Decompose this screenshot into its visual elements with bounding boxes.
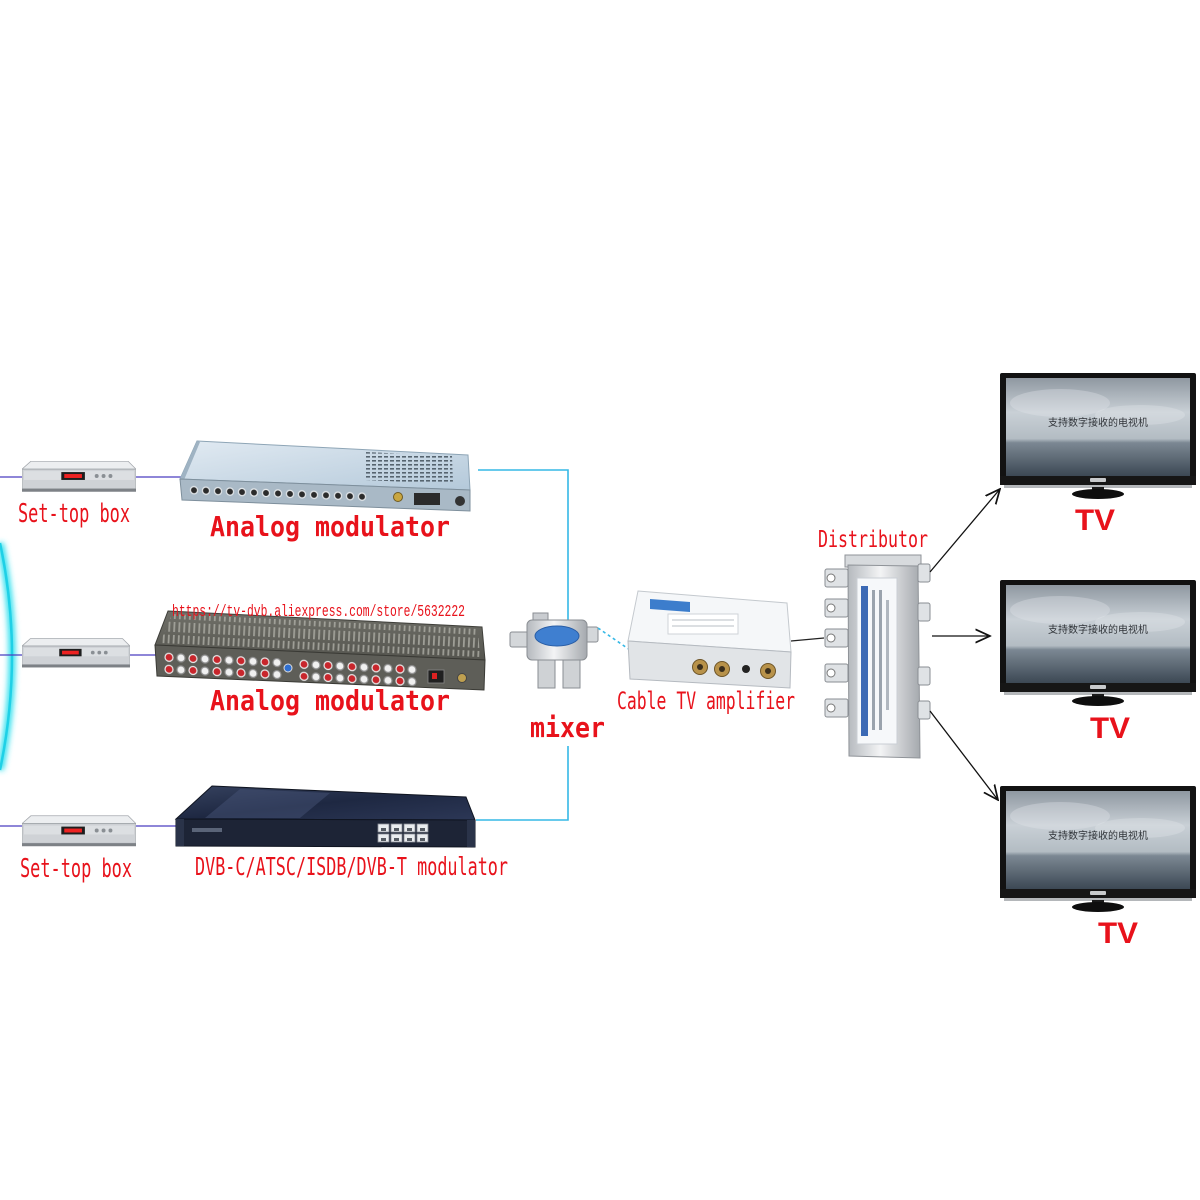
digital-modulator-label: DVB-C/ATSC/ISDB/DVB-T modulator bbox=[195, 852, 508, 881]
tv-2-screen-text: 支持数字接收的电视机 bbox=[1048, 623, 1148, 636]
amp-power-connector-core bbox=[765, 668, 771, 674]
mod3-indicator-strip bbox=[192, 828, 222, 832]
tv-2 bbox=[1000, 580, 1196, 706]
amp-front-face bbox=[627, 640, 792, 689]
set-top-box-3-label: Set-top box bbox=[20, 854, 132, 884]
amp-gain-knob bbox=[742, 665, 750, 673]
mod2-power-indicator bbox=[432, 673, 437, 679]
distributor-sticker-text bbox=[886, 600, 889, 710]
distributor-left-port-core bbox=[826, 703, 836, 713]
amp-output-connector-core bbox=[719, 666, 725, 672]
analog-modulator-2 bbox=[154, 610, 486, 691]
distributor-input-port-core bbox=[826, 633, 836, 643]
mod1-vent-grid bbox=[365, 452, 453, 484]
distributor-to-tv3-arrow bbox=[929, 710, 998, 800]
distributor-left-port bbox=[824, 698, 849, 718]
tv-3 bbox=[1000, 786, 1196, 912]
analog-modulator-1-label: Analog modulator bbox=[210, 510, 450, 543]
distributor-left-port bbox=[824, 598, 849, 618]
digital-modulator bbox=[174, 785, 476, 848]
tv-2-label: TV bbox=[1090, 712, 1130, 745]
mod2-rca-rows bbox=[163, 651, 283, 681]
tv-1-label: TV bbox=[1075, 504, 1115, 537]
mod3-rack-ear-left bbox=[176, 819, 184, 846]
mod3-top-highlight bbox=[205, 789, 330, 818]
distributor-left-port-core bbox=[826, 668, 836, 678]
tv-1-screen-text: 支持数字接收的电视机 bbox=[1048, 416, 1148, 429]
distributor-label: Distributor bbox=[818, 527, 928, 553]
distributor-sticker-text bbox=[872, 590, 875, 730]
mod3-ethernet-ports bbox=[377, 823, 429, 843]
mod3-to-mixer-line bbox=[476, 746, 569, 821]
distributor-sticker-text bbox=[879, 590, 882, 730]
distributor-right-port bbox=[917, 666, 931, 686]
cable-tv-amplifier bbox=[627, 590, 792, 689]
distributor-left-port bbox=[824, 568, 849, 588]
mod2-vent-slots bbox=[160, 614, 480, 657]
set-top-box-1 bbox=[22, 461, 136, 493]
edge-arc bbox=[0, 542, 14, 771]
mod2-rca-connectors-left bbox=[163, 651, 283, 681]
mod1-bnc-row bbox=[188, 484, 368, 503]
amp-spec-label bbox=[667, 613, 739, 635]
set-top-box-2 bbox=[22, 638, 130, 668]
distributor-right-port bbox=[917, 563, 931, 583]
mixer-bottom-port-left bbox=[537, 657, 556, 689]
distributor-right-port bbox=[917, 700, 931, 720]
distributor-sticker-brand bbox=[861, 586, 868, 736]
set-top-box-1-label: Set-top box bbox=[18, 499, 130, 529]
amp-input-connector-core bbox=[697, 664, 703, 670]
mod2-rca-rows bbox=[298, 658, 418, 688]
tv-3-label: TV bbox=[1098, 917, 1138, 950]
mod1-knob bbox=[455, 496, 465, 506]
mixer-label: mixer bbox=[530, 711, 605, 744]
mod1-display bbox=[414, 493, 440, 505]
analog-modulator-2-label: Analog modulator bbox=[210, 684, 450, 717]
mod1-to-mixer-line bbox=[478, 469, 569, 620]
amp-brand-label bbox=[650, 599, 690, 612]
mod1-bnc-connectors bbox=[188, 484, 368, 503]
amplifier-to-distributor-line bbox=[790, 637, 825, 642]
set-top-box-3 bbox=[22, 815, 136, 847]
mod1-rf-connector bbox=[393, 492, 403, 502]
distributor bbox=[824, 554, 931, 759]
mod2-rca-connectors-right bbox=[298, 658, 418, 688]
amplifier-label: Cable TV amplifier bbox=[617, 687, 795, 715]
mixer-splitter bbox=[509, 612, 599, 689]
distributor-to-tv1-arrow bbox=[929, 489, 1000, 573]
distributor-input-port bbox=[824, 628, 849, 648]
mod3-ethernet-grid bbox=[377, 823, 429, 843]
distributor-left-port-core bbox=[826, 573, 836, 583]
mod2-rf-connector bbox=[457, 673, 467, 683]
mod1-rack-edge bbox=[180, 441, 200, 480]
tv-3-screen-text: 支持数字接收的电视机 bbox=[1048, 829, 1148, 842]
mixer-sticker bbox=[534, 625, 580, 647]
analog-modulator-1 bbox=[179, 440, 471, 512]
mixer-to-amplifier-line bbox=[597, 627, 631, 651]
mod2-blue-connector bbox=[283, 663, 293, 673]
distributor-right-port bbox=[917, 602, 931, 622]
distributor-left-port-core bbox=[826, 603, 836, 613]
mixer-bottom-port-right bbox=[562, 657, 581, 689]
mod3-rack-ear-right bbox=[467, 820, 475, 847]
watermark-url: https://tv-dvb.aliexpress.com/store/5632… bbox=[172, 603, 465, 622]
mod3-front-panel bbox=[175, 818, 476, 848]
tv-1 bbox=[1000, 373, 1196, 499]
distributor-left-port bbox=[824, 663, 849, 683]
